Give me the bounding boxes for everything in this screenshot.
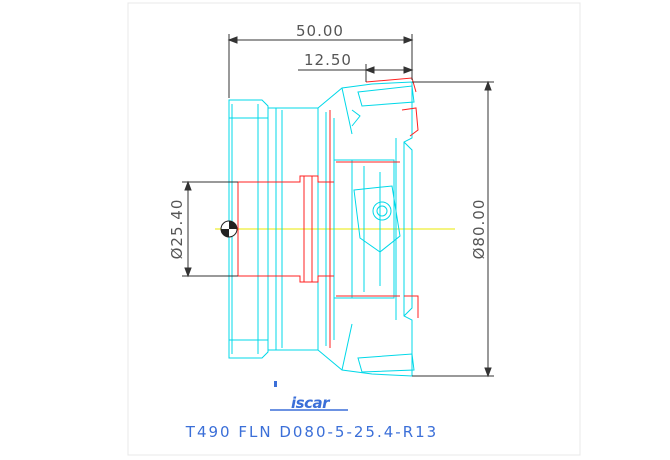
dim-insert-offset: 12.50 — [304, 51, 352, 69]
dim-overall-length: 50.00 — [296, 22, 344, 40]
tool-designation: T490 FLN D080-5-25.4-R13 — [185, 423, 438, 441]
iscar-logo: iscar — [270, 381, 348, 412]
center-mark-icon — [220, 220, 238, 238]
dim-bore-diameter: Ø25.40 — [168, 199, 186, 260]
dim-cutting-diameter: Ø80.00 — [470, 199, 488, 260]
logo-text: iscar — [291, 394, 331, 412]
section-view — [237, 77, 419, 348]
cutter-body-outline — [228, 81, 415, 377]
dimension-lines — [182, 34, 494, 378]
